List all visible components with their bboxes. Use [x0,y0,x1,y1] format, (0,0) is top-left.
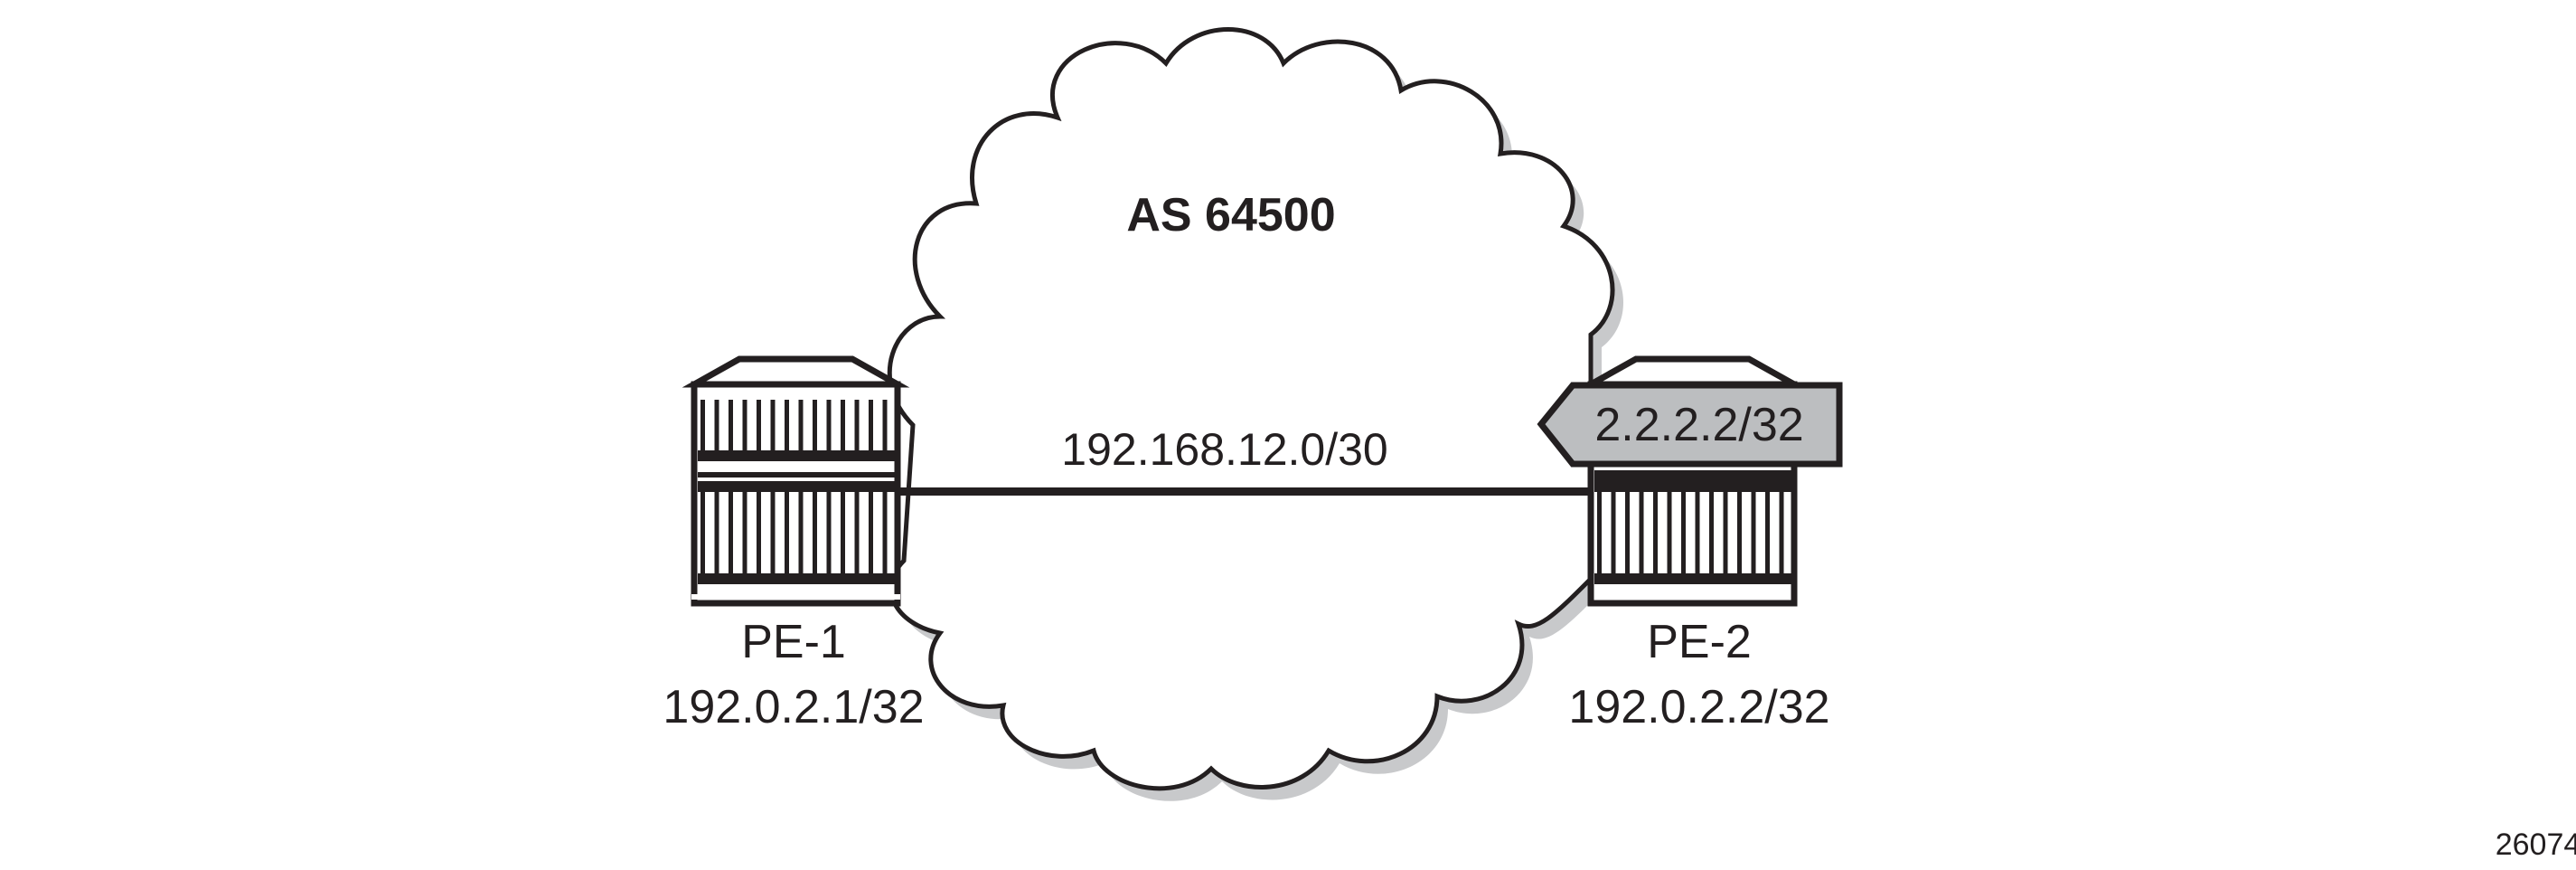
router-pe1 [682,355,910,607]
as-cloud [887,27,1615,791]
pe1-address: 192.0.2.1/32 [663,681,925,733]
link-pe1-pe2 [895,487,1593,496]
prefix-tag-shape [1537,382,1843,468]
pe1-name: PE-1 [741,616,846,668]
pe2-address: 192.0.2.2/32 [1568,681,1830,733]
link-label: 192.168.12.0/30 [1061,424,1388,475]
as-label: AS 64500 [1126,189,1336,241]
prefix-tag-label: 2.2.2.2/32 [1594,399,1804,451]
pe2-name: PE-2 [1647,616,1752,668]
figure-id: 26074 [2495,827,2576,862]
